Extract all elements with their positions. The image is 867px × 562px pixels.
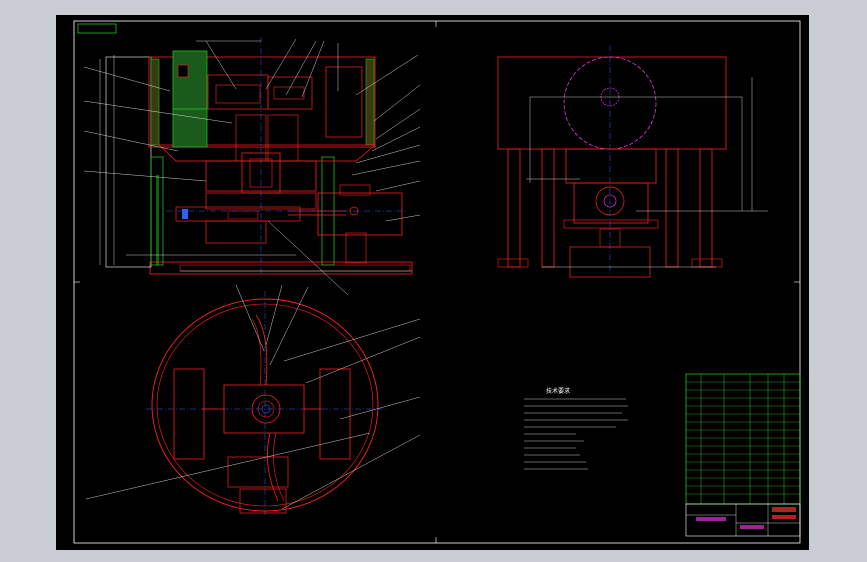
drawing-svg: 技术要求 <box>73 20 801 544</box>
notes-title: 技术要求 <box>546 387 570 395</box>
drawing-canvas[interactable]: 技术要求 <box>56 15 809 550</box>
plan-view <box>85 284 421 515</box>
parts-list <box>685 373 801 537</box>
side-view <box>497 45 768 278</box>
corner-tag-box <box>77 23 117 34</box>
tech-notes: 技术要求 <box>524 387 628 470</box>
front-view <box>83 37 421 296</box>
